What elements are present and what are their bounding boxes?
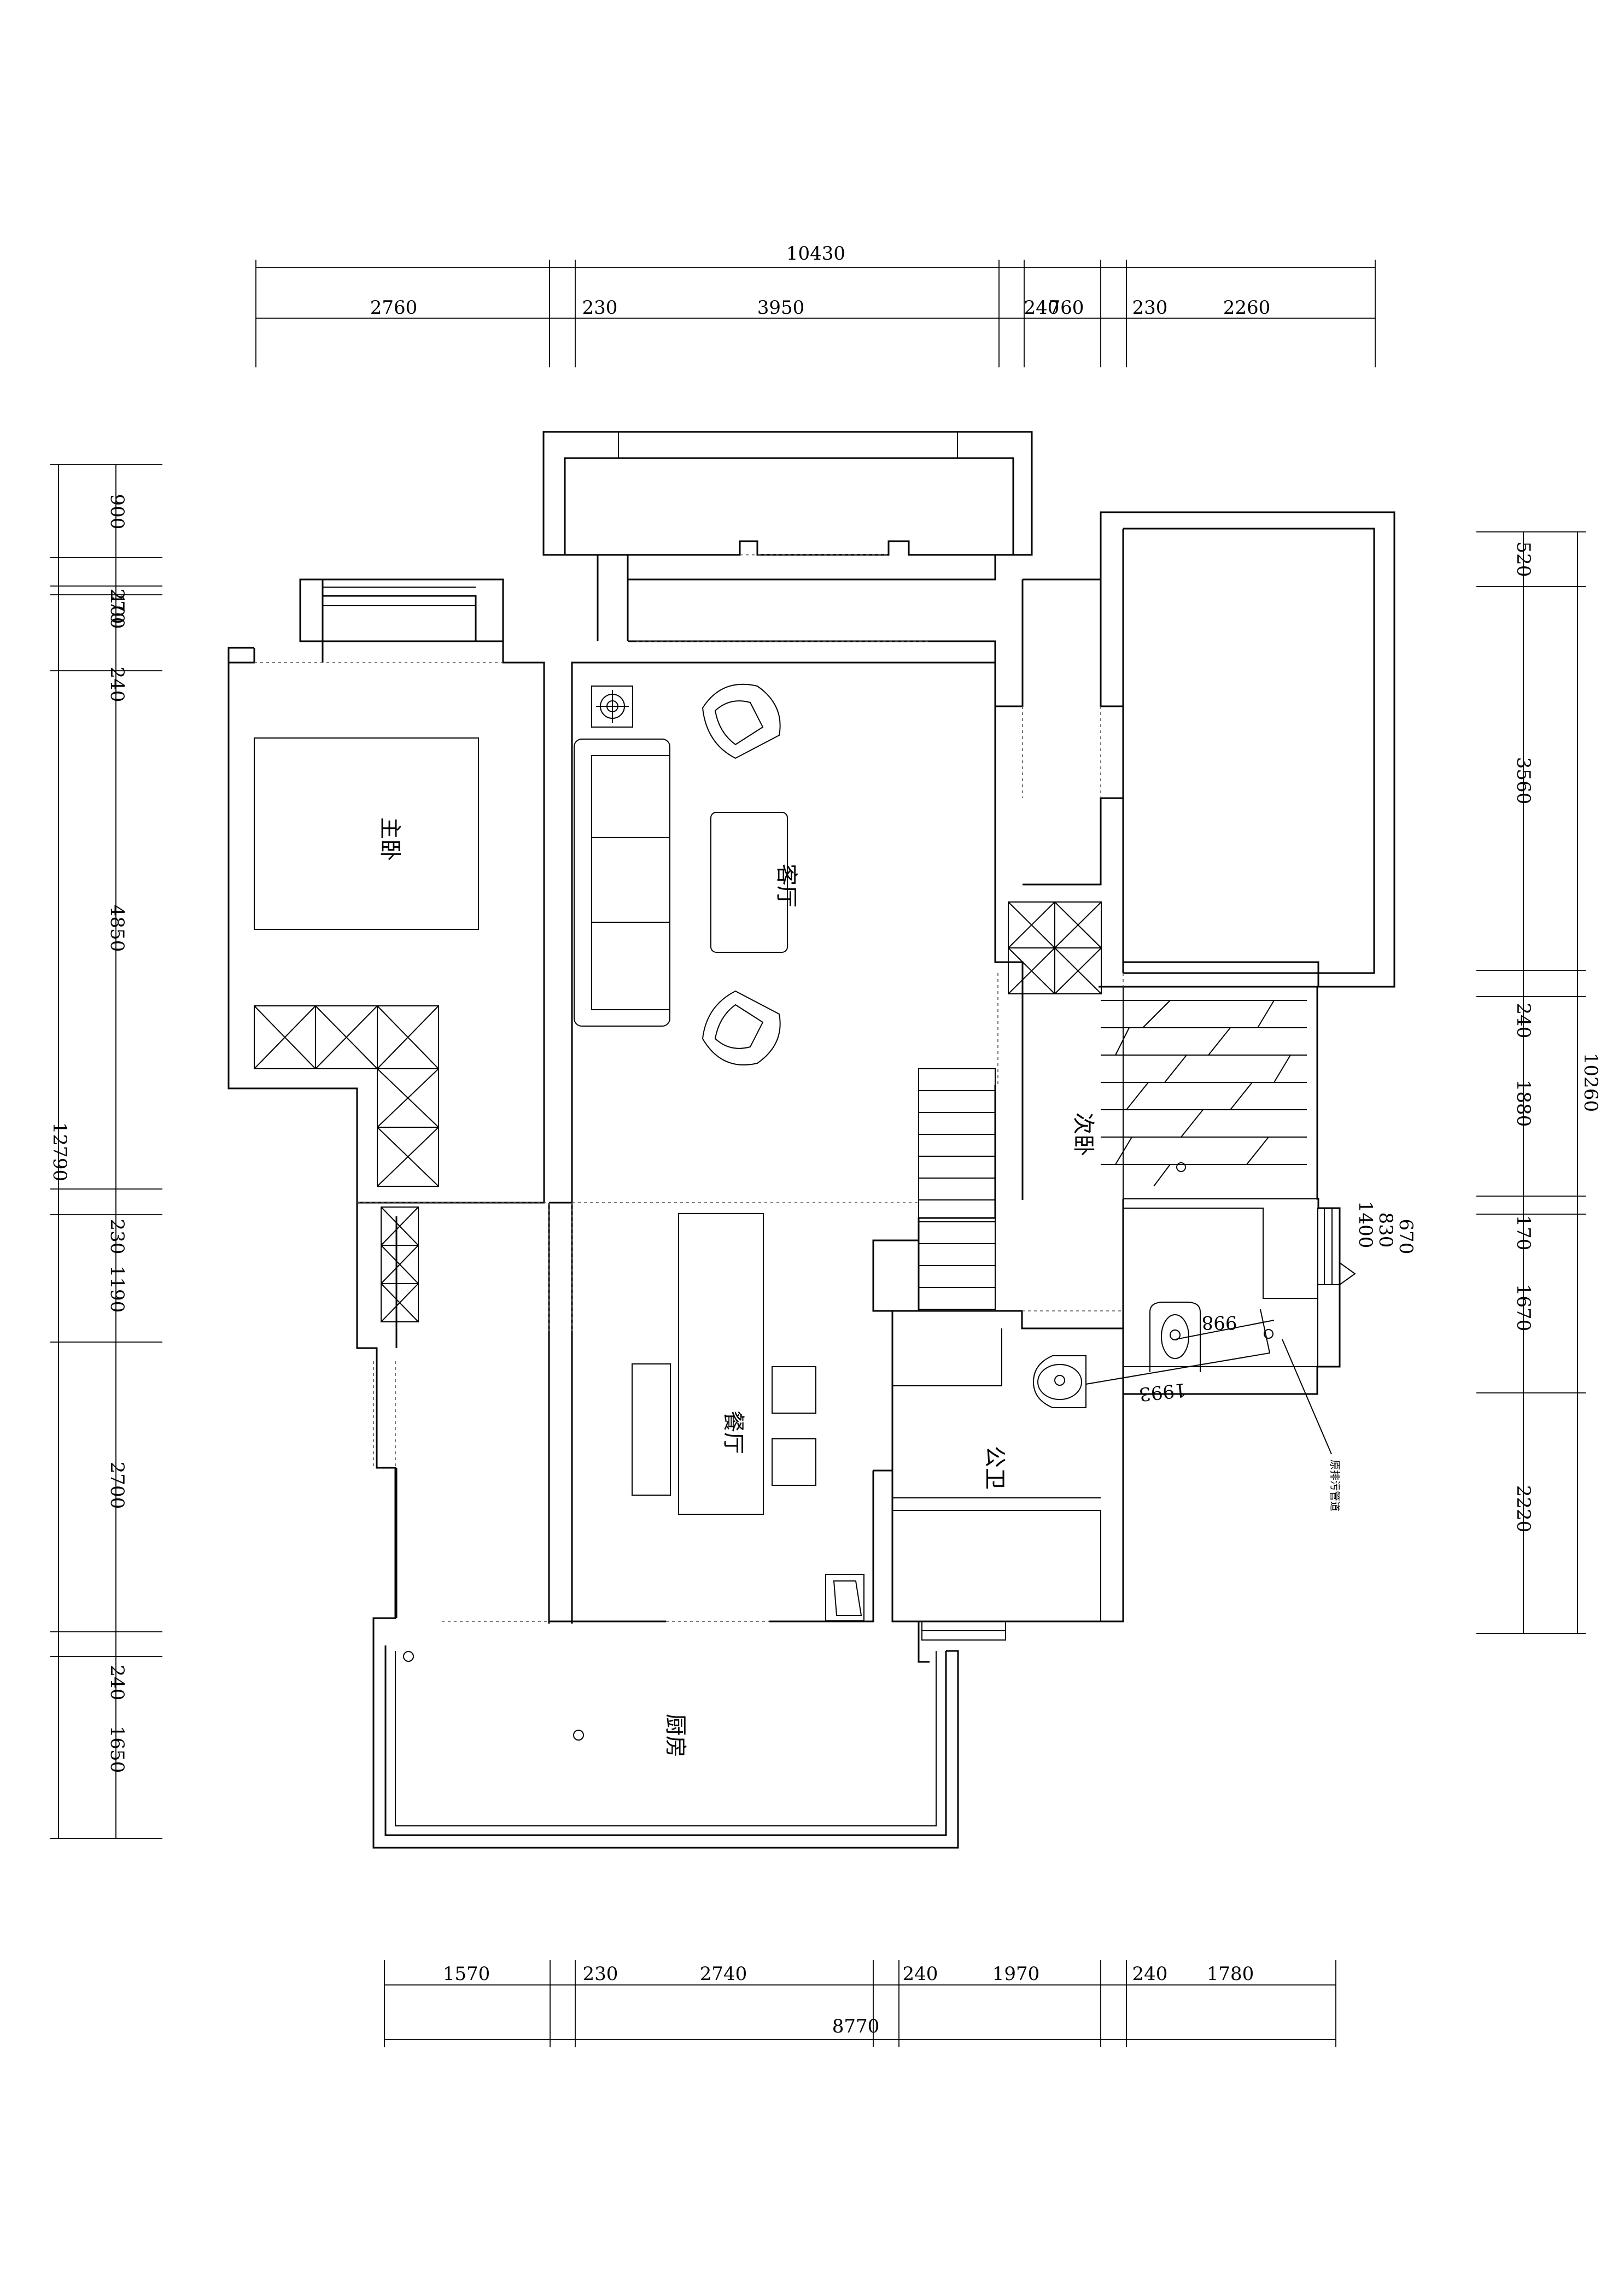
window-note: 670 bbox=[1395, 1219, 1417, 1255]
dim-top-seg: 230 bbox=[582, 297, 618, 319]
dim-left-seg: 230 bbox=[106, 1219, 128, 1255]
drain-icon bbox=[403, 1651, 414, 1662]
master-bedroom-furniture: 主卧 bbox=[254, 737, 479, 1322]
room-label-kitchen: 厨房 bbox=[663, 1714, 688, 1758]
cabinet-lower bbox=[381, 1206, 419, 1322]
dim-left-seg: 270 bbox=[106, 589, 128, 624]
living-room-furniture: 客厅 bbox=[574, 683, 799, 1065]
dim-left-seg: 100 bbox=[106, 594, 128, 629]
toilet-icon bbox=[1149, 1302, 1201, 1372]
dim-right-seg: 2220 bbox=[1512, 1485, 1534, 1533]
dimension-lines bbox=[50, 260, 1586, 2047]
dim-bottom-seg: 1570 bbox=[443, 1963, 490, 1985]
dim-right-seg: 240 bbox=[1512, 1003, 1534, 1039]
dining-room-furniture: 餐厅 bbox=[632, 1213, 864, 1621]
dim-left-seg: 900 bbox=[106, 494, 128, 530]
dim-bottom-seg: 2740 bbox=[700, 1963, 747, 1985]
diagonal-label: 1993 bbox=[1138, 1379, 1187, 1405]
room-label-living-room: 客厅 bbox=[774, 864, 799, 907]
room-label-second-bedroom: 次卧 bbox=[1071, 1112, 1096, 1156]
exterior-walls bbox=[227, 511, 1395, 1849]
window-note: 1400 bbox=[1354, 1201, 1376, 1249]
dim-left-seg: 1650 bbox=[106, 1726, 128, 1773]
dim-left-seg: 240 bbox=[106, 1665, 128, 1701]
dimension-labels: 10430 2760 230 3950 240 760 230 2260 157… bbox=[49, 243, 1602, 2037]
dim-right-seg: 1670 bbox=[1512, 1284, 1534, 1332]
dim-left-seg: 4850 bbox=[106, 905, 128, 952]
dim-bottom-total: 8770 bbox=[832, 2016, 880, 2037]
dim-left-seg: 1190 bbox=[106, 1266, 128, 1313]
dining-table bbox=[678, 1213, 764, 1515]
floor-lamp bbox=[591, 686, 633, 728]
dim-bottom-seg: 240 bbox=[1132, 1963, 1168, 1985]
armchair bbox=[702, 683, 781, 759]
kitchen: 厨房 bbox=[372, 1645, 959, 1849]
stairs bbox=[918, 1068, 996, 1310]
wood-floor-pattern bbox=[1101, 1000, 1307, 1187]
dim-top-seg: 2260 bbox=[1223, 297, 1271, 319]
vent-note: 原排污管道 bbox=[1329, 1460, 1341, 1512]
dim-top-seg: 240 bbox=[1024, 297, 1060, 319]
sofa bbox=[574, 739, 670, 1027]
dim-top-seg: 3950 bbox=[757, 297, 805, 319]
bathroom: 原排污管道 公卫 bbox=[982, 1208, 1356, 1512]
fridge bbox=[825, 1574, 864, 1621]
wardrobe bbox=[254, 1005, 439, 1187]
diagonal-label: 998 bbox=[1202, 1311, 1237, 1333]
dim-right-total: 10260 bbox=[1580, 1053, 1602, 1112]
dim-bottom-seg: 240 bbox=[903, 1963, 938, 1985]
dining-chair bbox=[772, 1438, 816, 1486]
leader-line bbox=[1282, 1339, 1332, 1455]
toilet-icon bbox=[1032, 1355, 1086, 1408]
bed bbox=[254, 737, 479, 930]
dim-right-seg: 520 bbox=[1512, 542, 1534, 577]
room-label-dining-room: 餐厅 bbox=[721, 1410, 746, 1454]
gas-pipe-icon bbox=[573, 1730, 584, 1741]
dim-left-seg: 240 bbox=[106, 667, 128, 702]
dim-top-seg: 760 bbox=[1049, 297, 1084, 319]
dim-left-seg: 2700 bbox=[106, 1462, 128, 1509]
dim-bottom-seg: 1970 bbox=[992, 1963, 1040, 1985]
coffee-table bbox=[710, 812, 788, 953]
window bbox=[1317, 1208, 1340, 1285]
dim-left-total: 12790 bbox=[49, 1122, 71, 1181]
dim-top-seg: 2760 bbox=[370, 297, 418, 319]
second-bedroom: 次卧 bbox=[1008, 901, 1307, 1187]
dim-bottom-seg: 230 bbox=[583, 1963, 618, 1985]
openings bbox=[254, 554, 1124, 1622]
room-label-master-bedroom: 主卧 bbox=[377, 817, 402, 861]
balcony-top bbox=[542, 431, 1033, 556]
dim-bottom-seg: 1780 bbox=[1207, 1963, 1254, 1985]
interior-partitions bbox=[548, 1085, 1124, 1663]
dim-right-seg: 1880 bbox=[1512, 1080, 1534, 1127]
room-label-bathroom: 公卫 bbox=[982, 1446, 1007, 1490]
dim-right-seg: 170 bbox=[1512, 1215, 1534, 1251]
dining-chair bbox=[772, 1366, 816, 1414]
bench bbox=[632, 1363, 671, 1496]
armchair bbox=[702, 990, 781, 1065]
window-note: 830 bbox=[1375, 1213, 1397, 1248]
dim-right-seg: 3560 bbox=[1512, 757, 1534, 805]
dim-top-total: 10430 bbox=[786, 243, 845, 265]
dim-top-seg: 230 bbox=[1132, 297, 1168, 319]
